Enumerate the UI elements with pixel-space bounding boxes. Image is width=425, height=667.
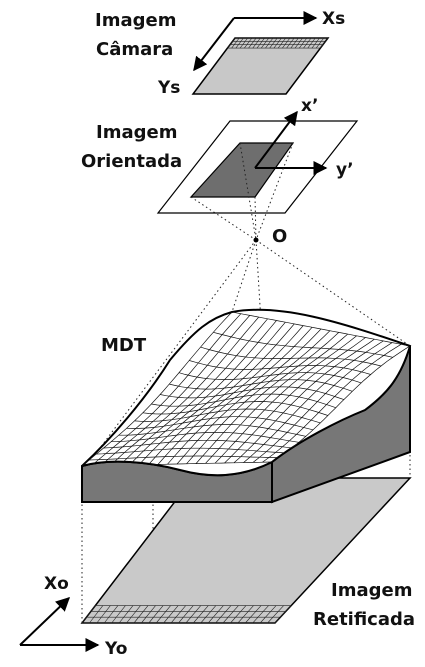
perspective-center-point [253,237,259,243]
rectified-image-label-line1: Imagem [331,580,412,601]
dtm-mesh [82,311,410,467]
oriented-image-group: x’ y’ Imagem Orientada [81,96,359,214]
perspective-center-label: O [272,226,287,247]
ys-axis-label: Ys [157,78,180,98]
oriented-image-label-line1: Imagem [96,122,177,143]
xo-axis-arrow [19,597,71,646]
x-prime-axis-arrow [254,110,298,169]
camera-image-label-line2: Câmara [96,39,173,60]
rectified-image-grid-strip [81,605,292,624]
ground-axes: Xo Yo [19,574,127,659]
oriented-image-label-line2: Orientada [81,151,182,172]
ys-axis-arrow [193,17,235,72]
camera-image-group: Xs Ys Imagem Câmara [95,9,345,98]
camera-image-label-line1: Imagem [95,10,176,31]
y-prime-axis-label: y’ [336,160,354,180]
x-prime-axis-label: x’ [301,96,318,116]
yo-axis-label: Yo [104,639,127,659]
xs-axis-label: Xs [322,9,345,29]
rectified-image-group: Imagem Retificada [80,477,415,630]
dtm-label: MDT [101,335,147,356]
dtm-block: MDT [81,308,412,504]
rectified-image-label-line2: Retificada [313,609,415,630]
camera-image-grid-strip [227,37,329,49]
xo-axis-label: Xo [44,574,69,594]
